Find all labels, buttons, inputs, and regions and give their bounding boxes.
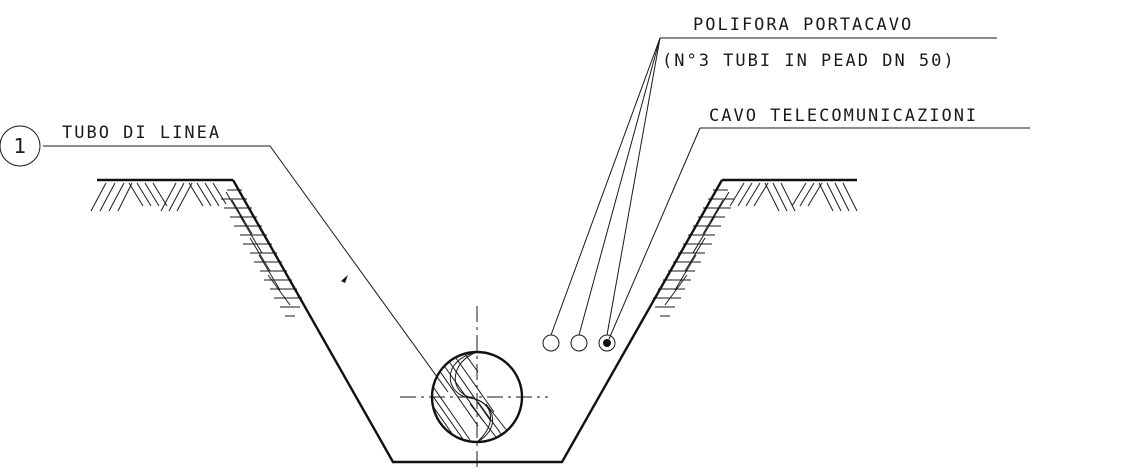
leader-polifora-tube-3 bbox=[606, 37, 661, 336]
arrow-marker bbox=[341, 275, 348, 283]
label-polifora-title: POLIFORA PORTACAVO bbox=[693, 15, 913, 35]
telecom-cable bbox=[603, 339, 611, 347]
polifora-tubes bbox=[542, 334, 616, 352]
slope-hatching-right bbox=[653, 189, 734, 317]
ground-hatching-left bbox=[90, 178, 233, 212]
slope-hatching-left bbox=[221, 189, 302, 317]
polifora-tube-1 bbox=[542, 334, 560, 352]
reference-marker-number: 1 bbox=[14, 134, 27, 158]
reference-marker-circle bbox=[0, 125, 41, 167]
label-polifora-detail: (N°3 TUBI IN PEAD DN 50) bbox=[662, 51, 956, 71]
leader-polifora-tube-1 bbox=[550, 37, 661, 336]
polifora-tube-2 bbox=[570, 334, 588, 352]
leader-polifora-tube-2 bbox=[578, 37, 661, 336]
label-tubo-di-linea: TUBO DI LINEA bbox=[62, 123, 221, 143]
leader-tubo-di-linea bbox=[43, 145, 449, 393]
ground-hatching-right bbox=[722, 178, 858, 212]
label-cavo-telecomunicazioni: CAVO TELECOMUNICAZIONI bbox=[709, 106, 978, 126]
leader-cavo bbox=[608, 127, 701, 340]
main-pipe bbox=[430, 350, 524, 444]
